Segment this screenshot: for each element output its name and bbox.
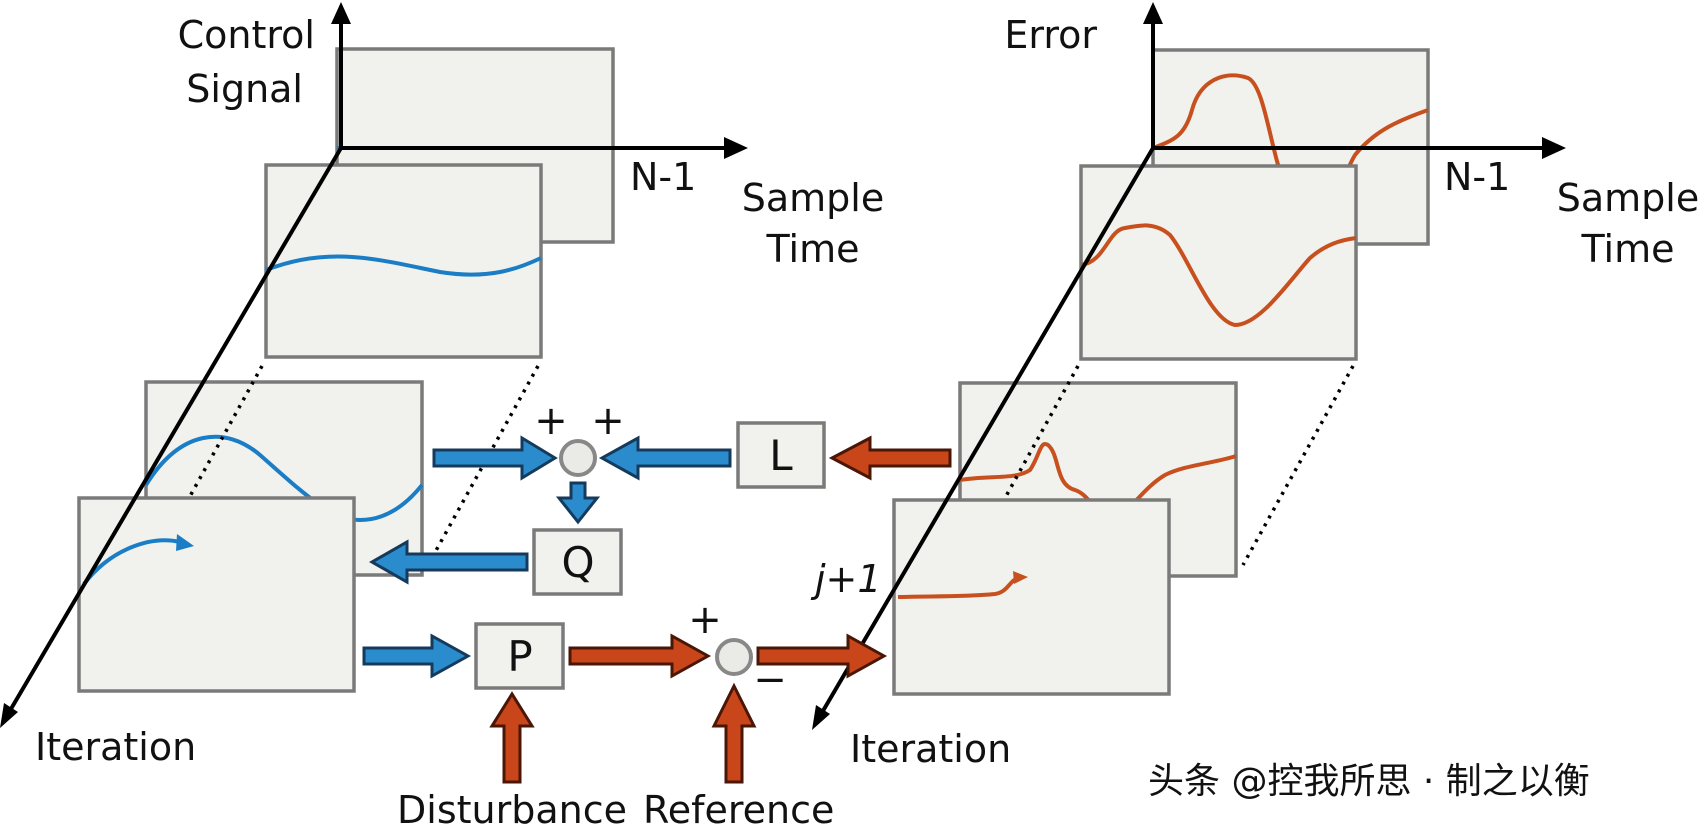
control-curve-iteration-j	[144, 434, 424, 523]
control-iteration-axis-label: Iteration	[35, 725, 196, 769]
arrow-control-to-plant	[362, 633, 472, 679]
control-iteration-axis-arrowhead-icon	[0, 703, 18, 728]
learning-filter-label: L	[769, 431, 793, 480]
control-curve-iteration-2	[265, 254, 542, 277]
error-curve-iteration-j-plus-1	[897, 576, 1019, 599]
control-frame-iteration-j-plus-1	[77, 496, 356, 693]
update-sum-sign-left: +	[534, 398, 568, 444]
arrow-error-to-learning-filter	[828, 435, 952, 481]
error-x-axis-label-line2: Time	[1581, 227, 1675, 271]
arrow-sum-to-q-filter	[555, 481, 601, 525]
control-x-axis-end-label: N-1	[630, 155, 696, 199]
control-projection-line-right	[426, 365, 540, 566]
error-partial-arrow-icon	[1013, 571, 1028, 584]
error-x-axis-end-label: N-1	[1444, 155, 1510, 199]
arrow-error-sum-to-error	[756, 633, 888, 679]
error-y-axis-label: Error	[1004, 13, 1097, 57]
error-sum-sign-plus: +	[688, 597, 722, 643]
update-sum-sign-right: +	[591, 398, 625, 444]
error-y-axis-arrowhead-icon	[1143, 2, 1163, 24]
iteration-j-plus-1-marker: j+1	[810, 557, 882, 601]
error-curve-iteration-j	[959, 442, 1237, 521]
q-filter-label: Q	[561, 538, 594, 587]
learning-filter-block	[736, 421, 826, 489]
control-x-axis-label-line2: Time	[766, 227, 860, 271]
control-frame-iteration-2	[264, 163, 543, 359]
plant-label: P	[507, 632, 532, 681]
error-iteration-axis-label: Iteration	[850, 727, 1011, 771]
control-partial-arrow-icon	[176, 534, 194, 551]
arrow-q-filter-to-next-control	[368, 539, 529, 585]
plant-block	[474, 622, 565, 690]
q-filter-block	[532, 528, 623, 596]
error-x-axis-arrowhead-icon	[1542, 137, 1566, 159]
left-control-signal-plot: Control Signal N-1 Sample Time Iteration	[0, 2, 884, 769]
error-curve-iteration-2	[1080, 223, 1357, 328]
arrow-disturbance-to-plant	[489, 691, 535, 784]
control-y-axis-arrowhead-icon	[331, 2, 351, 24]
control-x-axis-label-line1: Sample	[742, 176, 884, 220]
error-summing-junction	[715, 638, 753, 676]
block-diagram: L Q P + + + −	[362, 398, 952, 826]
reference-label: Reference	[643, 788, 834, 826]
arrow-previous-control-to-sum	[432, 435, 558, 481]
control-x-axis-arrowhead-icon	[724, 137, 748, 159]
control-y-axis-label-line1: Control	[178, 13, 315, 57]
error-iteration-axis-arrowhead-icon	[812, 705, 830, 730]
error-iteration-axis	[818, 146, 1155, 718]
control-iteration-axis	[6, 146, 343, 716]
arrow-learning-filter-to-sum	[598, 435, 732, 481]
error-x-axis-label-line1: Sample	[1557, 176, 1699, 220]
update-summing-junction	[559, 439, 597, 477]
error-projection-line-right	[1241, 365, 1355, 566]
arrow-plant-to-error-sum	[568, 633, 712, 679]
control-curve-iteration-j-plus-1	[82, 538, 181, 586]
watermark-text: 头条 @控我所思 · 制之以衡	[1148, 761, 1590, 802]
disturbance-label: Disturbance	[397, 788, 627, 826]
control-y-axis-label-line2: Signal	[186, 67, 303, 111]
error-frame-iteration-2	[1079, 164, 1358, 361]
arrow-reference-to-error-sum	[711, 682, 757, 784]
right-error-plot: Error N-1 Sample Time Iteration j+1	[810, 2, 1699, 771]
